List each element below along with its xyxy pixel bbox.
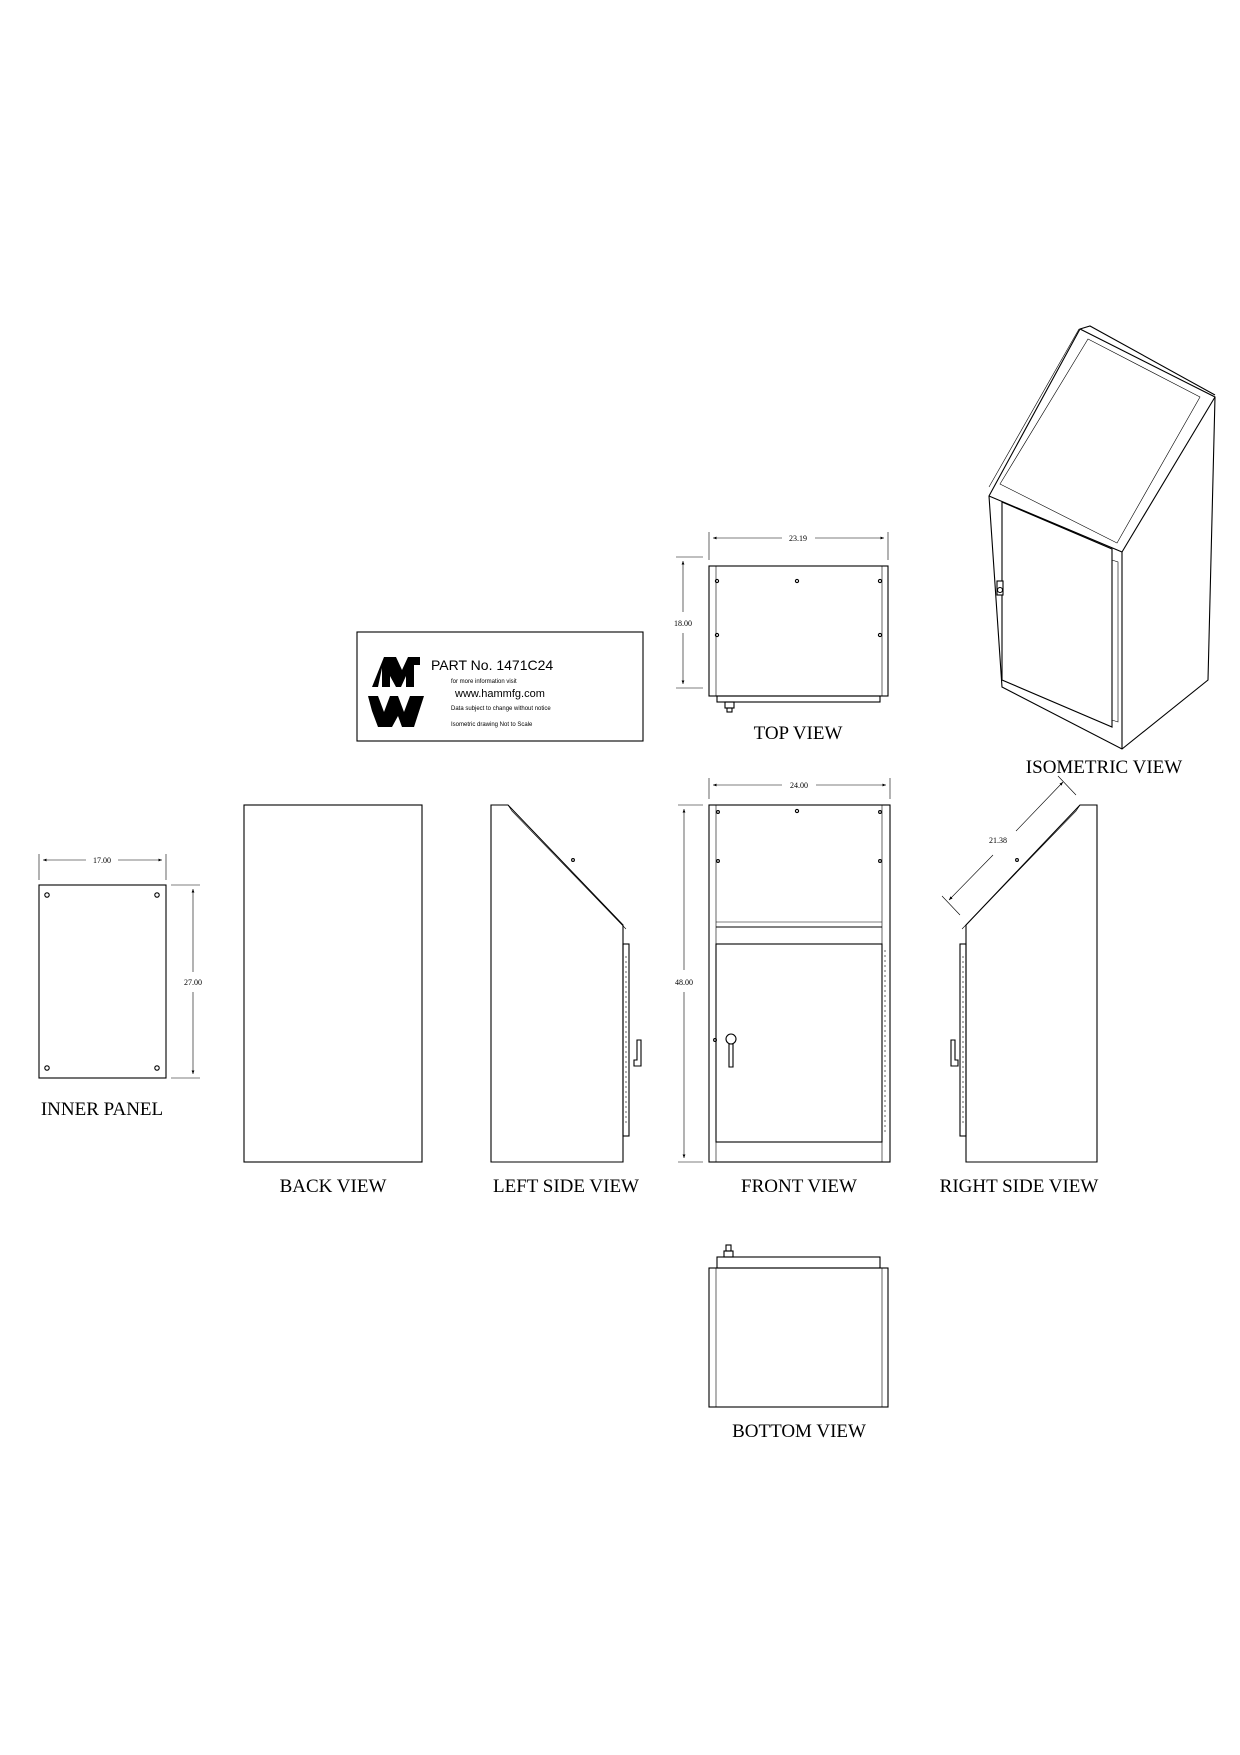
bottom-view-outline (708, 1267, 889, 1408)
inner-panel: 17.00 27.00 INNER PANEL (38, 854, 202, 1120)
front-door (715, 943, 883, 1143)
front-view: 24.00 48.00 FRONT VIEW (675, 778, 891, 1197)
notice-line: Data subject to change without notice (451, 706, 551, 712)
label-left-side-view: LEFT SIDE VIEW (493, 1176, 639, 1197)
isometric-view: ISOMETRIC VIEW (988, 325, 1216, 778)
dim-top-width: 23.19 (789, 534, 807, 543)
inner-panel-outline (38, 884, 167, 1079)
iso-door (1001, 501, 1113, 728)
website-url: www.hammfg.com (454, 688, 545, 700)
front-handle (728, 1043, 734, 1068)
label-back-view: BACK VIEW (280, 1176, 387, 1197)
right-side-handle (950, 1039, 959, 1067)
iso-outline (988, 328, 1216, 750)
dim-front-width: 24.00 (790, 781, 808, 790)
right-side-outline (965, 804, 1098, 1163)
title-block-border (356, 631, 644, 742)
dim-top-depth: 18.00 (674, 619, 692, 628)
iso-top-panel (999, 338, 1201, 544)
dim-inner-width: 17.00 (93, 856, 111, 865)
top-view: 23.19 18.00 TOP VIEW (674, 532, 889, 744)
bottom-view: BOTTOM VIEW (708, 1244, 889, 1442)
label-inner-panel: INNER PANEL (41, 1099, 163, 1120)
label-front-view: FRONT VIEW (741, 1176, 857, 1197)
back-view-outline (243, 804, 423, 1163)
left-side-view: LEFT SIDE VIEW (490, 804, 642, 1197)
front-lock (725, 1033, 737, 1045)
label-right-side-view: RIGHT SIDE VIEW (940, 1176, 1099, 1197)
right-side-view: 21.38 RIGHT SIDE VIEW (940, 775, 1099, 1197)
front-view-outline (708, 804, 891, 1163)
dim-front-height: 48.00 (675, 978, 693, 987)
part-number: PART No. 1471C24 (431, 657, 553, 673)
iso-note: Isometric drawing Not to Scale (451, 722, 533, 728)
dim-inner-height: 27.00 (184, 978, 202, 987)
hammond-logo (368, 657, 424, 727)
left-side-outline (490, 804, 624, 1163)
label-top-view: TOP VIEW (754, 723, 843, 744)
dim-slope-length: 21.38 (989, 836, 1007, 845)
info-line: for more information visit (451, 679, 517, 685)
back-view: BACK VIEW (243, 804, 423, 1197)
title-block: PART No. 1471C24 for more information vi… (356, 631, 644, 742)
label-isometric-view: ISOMETRIC VIEW (1026, 757, 1182, 778)
top-view-outline (708, 565, 889, 697)
label-bottom-view: BOTTOM VIEW (732, 1421, 866, 1442)
left-side-handle (633, 1039, 642, 1067)
